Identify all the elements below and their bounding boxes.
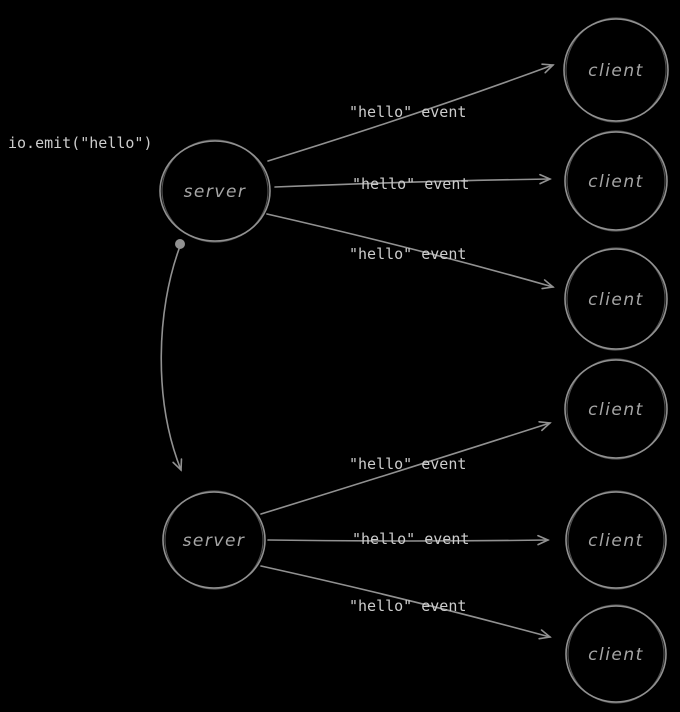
server-1-label: server [184, 182, 247, 202]
server-node-2: server [162, 490, 266, 590]
edge-label-4: "hello" event [349, 455, 466, 473]
server-node-1: server [159, 139, 271, 243]
arrow-server1-client1 [267, 63, 555, 162]
client-node-1: client [563, 17, 669, 123]
server-2-circle-sketch [164, 490, 264, 590]
edge-label-2: "hello" event [352, 175, 469, 193]
client-5-circle [565, 491, 667, 589]
client-2-label: client [588, 172, 644, 192]
client-6-label: client [588, 645, 644, 665]
server-1-circle [159, 140, 271, 242]
client-3-label: client [588, 290, 644, 310]
arrow-server2-client4 [260, 420, 552, 515]
emit-annotation: io.emit("hello") [8, 134, 153, 152]
client-node-5: client [565, 490, 667, 590]
link-start-dot [175, 239, 185, 249]
client-4-circle-sketch [566, 358, 666, 460]
client-4-circle [564, 359, 668, 459]
client-3-circle [564, 248, 668, 350]
edge-label-5: "hello" event [352, 530, 469, 548]
edge-label-3: "hello" event [349, 245, 466, 263]
client-node-3: client [564, 247, 668, 351]
client-4-label: client [588, 400, 644, 420]
edge-label-1: "hello" event [349, 103, 466, 121]
arrow-server2-client6 [260, 565, 552, 640]
client-5-circle-sketch [567, 490, 665, 590]
client-2-circle [564, 131, 668, 231]
client-node-6: client [565, 604, 667, 704]
client-6-circle [565, 605, 667, 703]
server-1-circle-sketch [161, 139, 269, 243]
client-1-label: client [588, 61, 644, 81]
arrow-server1-server2 [160, 248, 183, 472]
client-6-circle-sketch [567, 604, 665, 704]
client-2-circle-sketch [566, 130, 666, 232]
edge-label-6: "hello" event [349, 597, 466, 615]
client-node-2: client [564, 130, 668, 232]
client-5-label: client [588, 531, 644, 551]
server-2-label: server [183, 531, 246, 551]
arrow-server2-client5 [267, 534, 550, 546]
client-1-circle-sketch [565, 17, 667, 123]
server-2-circle [162, 491, 266, 589]
client-3-circle-sketch [566, 247, 666, 351]
client-1-circle [563, 18, 669, 122]
client-node-4: client [564, 358, 668, 460]
arrow-server1-client3 [266, 213, 555, 290]
arrow-server1-client2 [274, 173, 552, 188]
